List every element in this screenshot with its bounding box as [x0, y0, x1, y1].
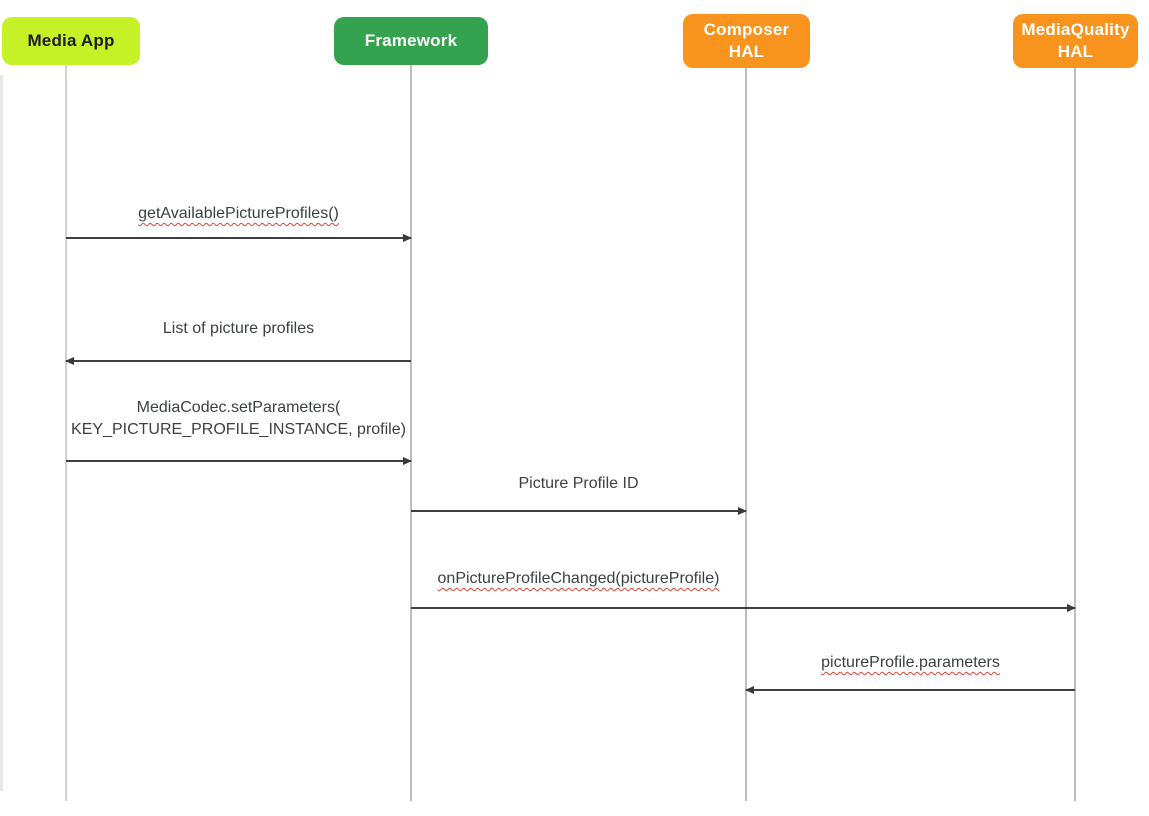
actor-label-mediaquality-hal: MediaQuality HAL: [1021, 19, 1130, 61]
message-label-picture-profile-id: Picture Profile ID: [518, 475, 639, 492]
actor-label-composer-hal: Composer HAL: [703, 19, 790, 61]
actor-box-media-app: Media App: [2, 17, 140, 65]
message-arrow-mediacodec-setparameters: [66, 456, 412, 465]
message-arrow-get-available-picture-profiles: [66, 233, 412, 242]
message-arrow-picture-profile-parameters: [745, 685, 1075, 694]
lifeline-media-app: [65, 65, 67, 801]
page-edge-divider: [0, 75, 3, 791]
actor-box-composer-hal: Composer HAL: [683, 14, 810, 68]
arrowhead-right-icon: [403, 456, 412, 465]
arrowhead-right-icon: [1067, 603, 1076, 612]
arrowhead-right-icon: [403, 233, 412, 242]
actor-box-framework: Framework: [334, 17, 488, 65]
message-label-on-picture-profile-changed: onPictureProfileChanged(pictureProfile): [437, 570, 720, 587]
message-label-mediacodec-setparameters: MediaCodec.setParameters( KEY_PICTURE_PR…: [71, 399, 406, 438]
message-arrow-list-of-picture-profiles: [65, 356, 411, 365]
actor-label-media-app: Media App: [27, 30, 115, 50]
message-label-list-of-picture-profiles: List of picture profiles: [162, 320, 315, 337]
arrowhead-left-icon: [65, 356, 74, 365]
arrowhead-left-icon: [745, 685, 754, 694]
message-arrow-on-picture-profile-changed: [411, 603, 1076, 612]
lifeline-composer-hal: [745, 68, 747, 801]
lifeline-framework: [410, 65, 412, 801]
message-label-get-available-picture-profiles: getAvailablePictureProfiles(): [138, 205, 339, 222]
message-label-picture-profile-parameters: pictureProfile.parameters: [821, 654, 1000, 671]
message-arrow-picture-profile-id: [411, 506, 747, 515]
arrowhead-right-icon: [738, 506, 747, 515]
actor-label-framework: Framework: [364, 30, 458, 50]
lifeline-mediaquality-hal: [1074, 68, 1076, 801]
actor-box-mediaquality-hal: MediaQuality HAL: [1013, 14, 1138, 68]
